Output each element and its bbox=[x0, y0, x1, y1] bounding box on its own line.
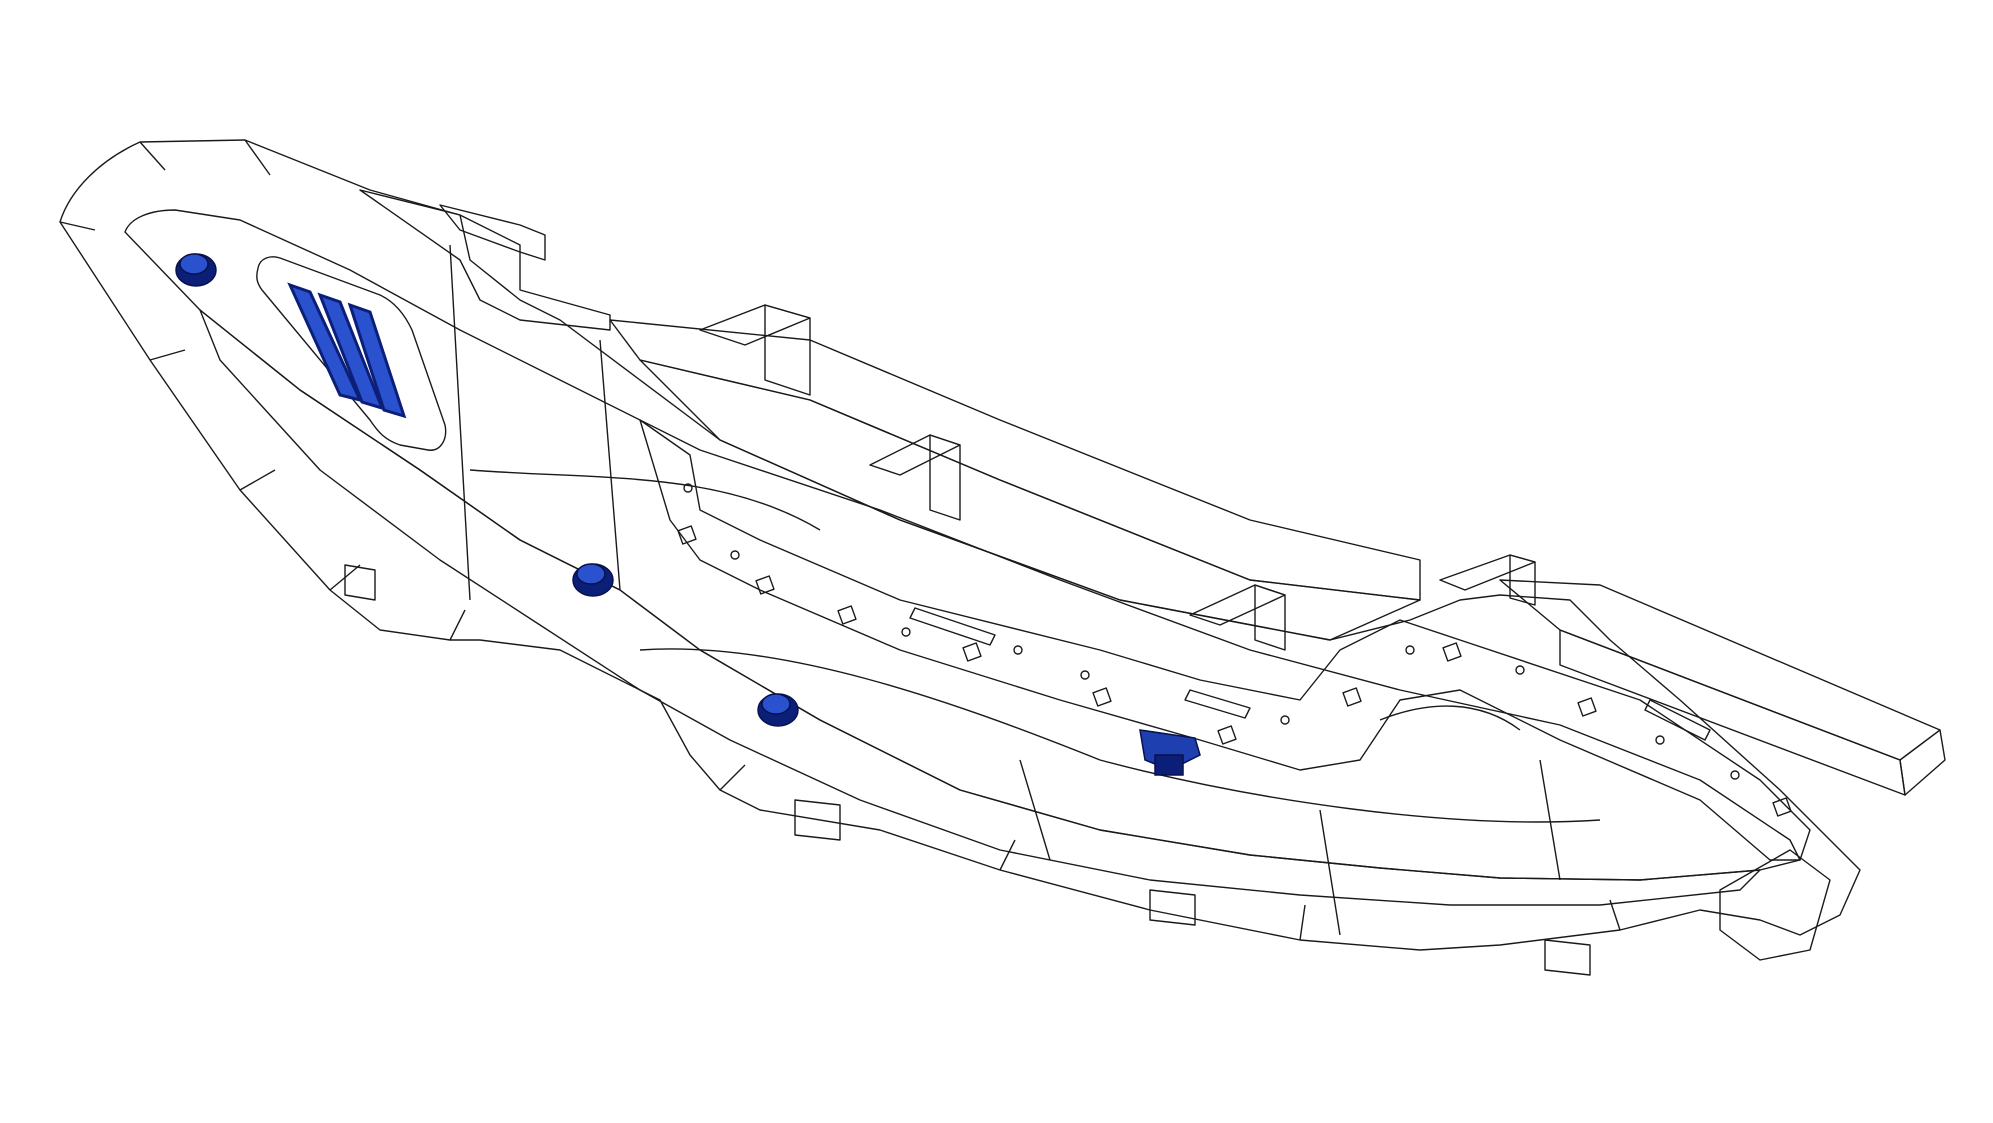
flange-hole-round bbox=[901, 627, 911, 637]
flange-hole-square bbox=[1442, 642, 1462, 662]
fastener-4[interactable] bbox=[1139, 729, 1201, 776]
flange-hole-square bbox=[677, 525, 697, 545]
flange-hole-square bbox=[1217, 725, 1237, 745]
flange-hole-square bbox=[755, 575, 775, 595]
vent-grille[interactable] bbox=[256, 256, 447, 451]
outer-rim bbox=[59, 139, 1861, 951]
flange-slot bbox=[909, 607, 996, 646]
flange-hole-round bbox=[1515, 665, 1525, 675]
flange-hole-square bbox=[1092, 687, 1112, 707]
surface-curve-1 bbox=[469, 469, 821, 531]
rib-1 bbox=[764, 304, 811, 396]
flange-hole-square bbox=[837, 605, 857, 625]
flange-hole-round bbox=[1280, 715, 1290, 725]
rib-1-top bbox=[699, 304, 811, 346]
flange-holes bbox=[677, 483, 1792, 817]
rear-channel bbox=[359, 189, 1946, 796]
flange-hole-round bbox=[730, 550, 740, 560]
flange-hole-round bbox=[1013, 645, 1023, 655]
section-line-5 bbox=[1539, 759, 1561, 881]
end-flange bbox=[1719, 849, 1831, 961]
fastener-3-head bbox=[761, 693, 791, 715]
flange-slot bbox=[1184, 689, 1251, 719]
section-line-4 bbox=[1319, 809, 1341, 936]
channel-floor bbox=[639, 359, 1421, 641]
flange-hole-round bbox=[683, 483, 693, 493]
lower-tab-4 bbox=[344, 564, 376, 601]
end-box-side bbox=[1899, 729, 1946, 796]
flange-hole-square bbox=[962, 642, 982, 662]
flange-hole-square bbox=[1577, 697, 1597, 717]
flange-slot bbox=[1644, 699, 1711, 741]
fastener-1-head bbox=[179, 253, 209, 275]
end-box-top bbox=[1499, 579, 1941, 761]
section-line-3 bbox=[1019, 759, 1051, 861]
vent-slat bbox=[347, 302, 407, 419]
inner-opening bbox=[124, 209, 1801, 881]
flange bbox=[639, 419, 1811, 861]
surface-curve-3 bbox=[1379, 705, 1521, 731]
flange-hole-round bbox=[1080, 670, 1090, 680]
end-box-front bbox=[1559, 629, 1906, 796]
flange-hole-square bbox=[1342, 687, 1362, 707]
section-line-1 bbox=[449, 244, 471, 601]
rear-box-top bbox=[439, 204, 546, 261]
fastener-4-stem bbox=[1154, 754, 1184, 776]
rear-box-left bbox=[359, 189, 611, 331]
rib-3-top bbox=[1189, 584, 1286, 626]
flange-hole-round bbox=[1655, 735, 1665, 745]
flange-hole-round bbox=[1730, 770, 1740, 780]
duct-shell bbox=[59, 139, 1861, 951]
flange-strip bbox=[639, 419, 1831, 961]
surface-curve-2 bbox=[639, 648, 1601, 823]
support-ribs bbox=[344, 304, 1591, 976]
fastener-2-head bbox=[576, 563, 606, 585]
section-line-2 bbox=[599, 339, 621, 591]
fastener-3[interactable] bbox=[757, 693, 799, 727]
rib-3 bbox=[1254, 584, 1286, 651]
lower-tab-1 bbox=[794, 799, 841, 841]
flange-hole-square bbox=[1772, 797, 1792, 817]
rib-2-top bbox=[869, 434, 961, 476]
fastener-2[interactable] bbox=[572, 563, 614, 597]
bevel-lines bbox=[59, 139, 1621, 941]
flange-hole-round bbox=[1405, 645, 1415, 655]
lower-tab-3 bbox=[1544, 939, 1591, 976]
inner-wall-shade bbox=[199, 309, 1761, 906]
vent-grille-body bbox=[256, 256, 447, 451]
rib-4-top bbox=[1439, 554, 1536, 591]
lower-tab-2 bbox=[1149, 889, 1196, 926]
fastener-1[interactable] bbox=[175, 253, 217, 287]
